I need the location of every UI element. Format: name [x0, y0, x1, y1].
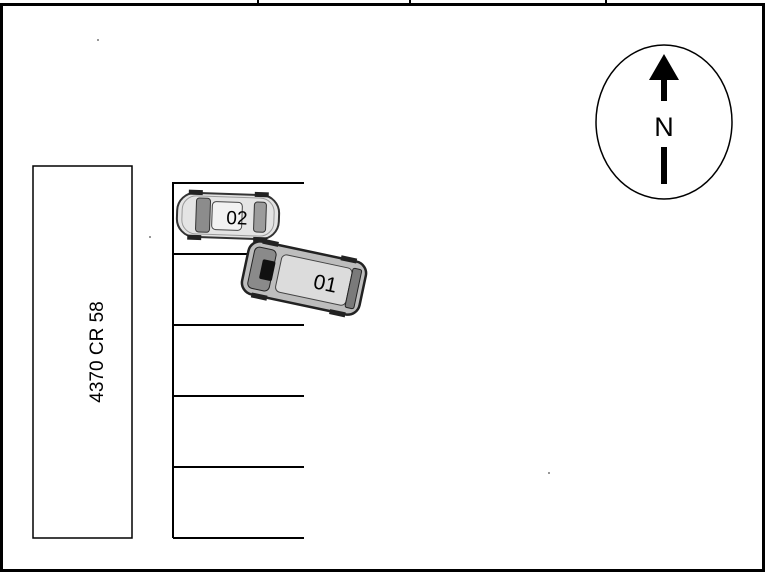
vehicle-side-stripe [181, 195, 275, 237]
vehicle-roof [211, 201, 243, 231]
north-compass: N [595, 44, 733, 200]
vehicle-label: 02 [226, 208, 248, 230]
vehicle-rear-window [344, 267, 363, 310]
building: 4370 CR 58 [32, 165, 133, 539]
vehicle-windshield [259, 259, 276, 281]
scan-speck [548, 472, 550, 474]
scan-speck [149, 236, 151, 238]
vehicle-wheel [188, 189, 203, 196]
vehicle-wheel [250, 292, 268, 301]
scan-speck [97, 39, 99, 41]
compass-ellipse [595, 44, 733, 200]
north-arrow-icon [649, 54, 679, 80]
vehicle-wheel [262, 238, 279, 247]
compass-tail [661, 147, 667, 184]
vehicle-label: 01 [311, 270, 339, 297]
north-arrow-shaft [661, 79, 667, 101]
vehicle-02: 02 [175, 189, 281, 243]
vehicle-wheel [254, 191, 269, 198]
vehicle-wheel [340, 255, 358, 264]
building-label: 4370 CR 58 [87, 301, 108, 402]
vehicle-wheel [187, 234, 202, 241]
compass-direction-label: N [654, 112, 674, 142]
building-outline [32, 165, 133, 539]
vehicle-01: 01 [240, 238, 368, 318]
vehicle-windshield [195, 197, 212, 233]
vehicle-rear-window [253, 201, 267, 233]
vehicle-wheel [329, 309, 346, 318]
